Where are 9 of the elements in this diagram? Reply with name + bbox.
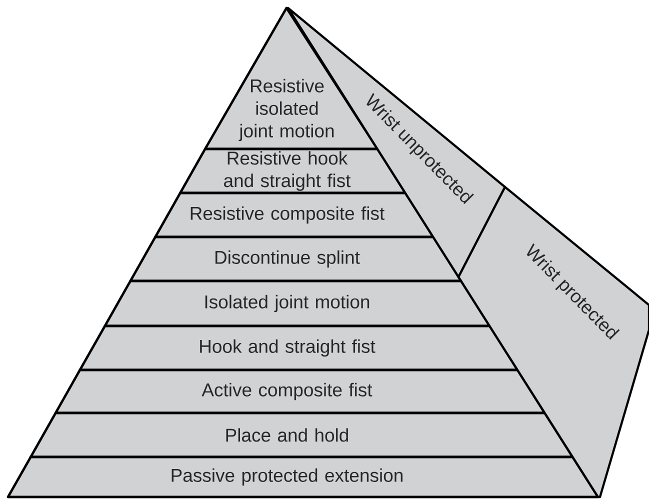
pyramid-level: Discontinue splint: [129, 236, 462, 282]
pyramid-level: Resistive hook and straight fist: [179, 148, 406, 194]
pyramid-level: Isolated joint motion: [104, 280, 491, 328]
pyramid-level: Place and hold: [30, 412, 574, 458]
node-label: Passive protected extension: [172, 468, 402, 486]
pyramid-level: Active composite fist: [54, 368, 546, 414]
pyramid-level: Resistive composite fist: [154, 192, 434, 238]
pyramid-level: Passive protected extension: [6, 456, 600, 498]
pyramid-level: Hook and straight fist: [78, 324, 519, 372]
